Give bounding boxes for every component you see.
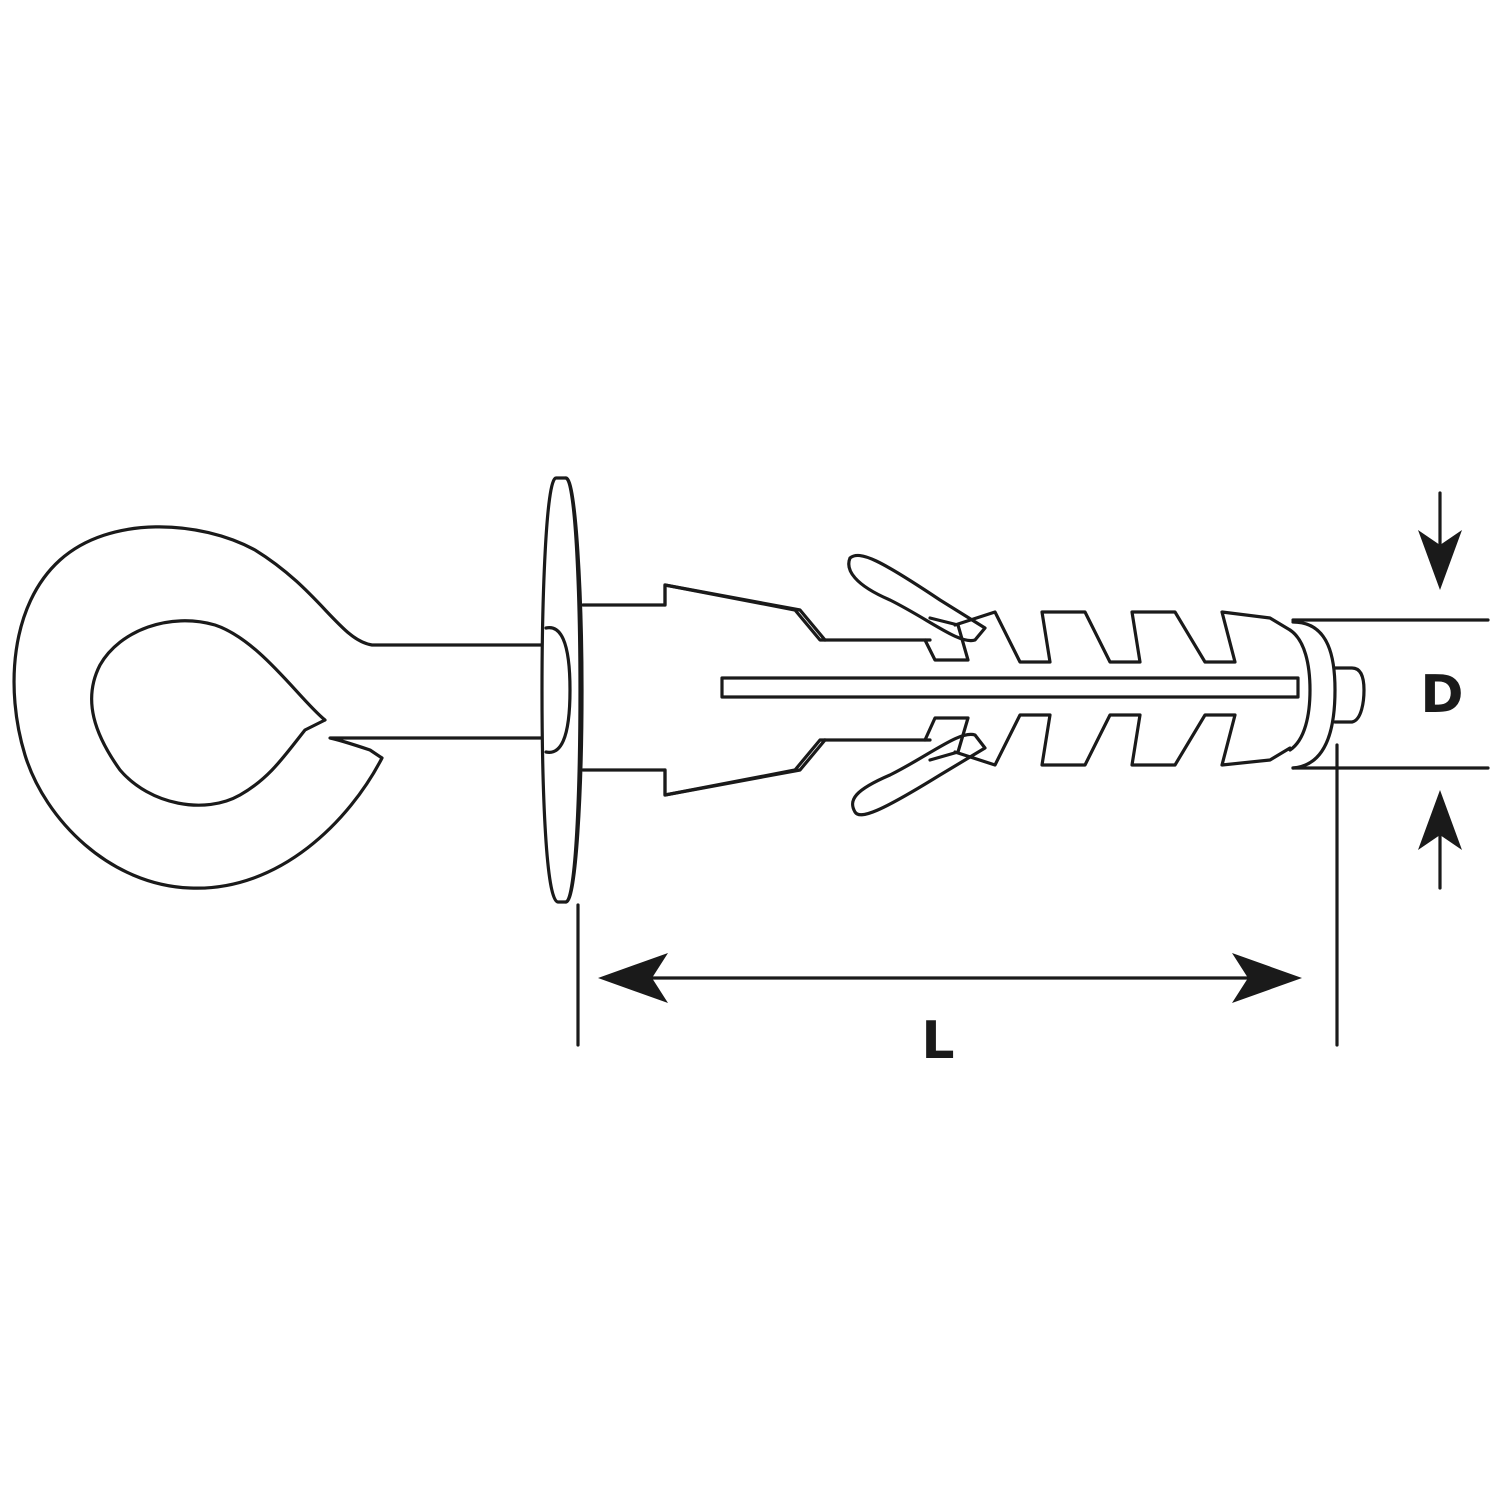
plug-tip-ring bbox=[1291, 620, 1337, 770]
plug-body-outline bbox=[581, 583, 932, 797]
length-label: L bbox=[921, 1011, 954, 1071]
plug-upper-rib-1 bbox=[923, 616, 970, 662]
length-arrow-right bbox=[1232, 953, 1302, 1003]
screw-eye-ring bbox=[12, 525, 550, 890]
plug-lower-wing bbox=[850, 732, 987, 817]
dimension-length: L bbox=[576, 743, 1339, 1071]
plug-upper-fin-left bbox=[663, 583, 827, 642]
dimension-diameter: D bbox=[1291, 491, 1490, 890]
plug-lower-teeth bbox=[953, 713, 1292, 767]
diameter-arrow-bottom bbox=[1418, 790, 1462, 850]
plug-upper-wing bbox=[847, 553, 987, 643]
plug-upper-teeth bbox=[953, 610, 1292, 664]
screw-eye-outer bbox=[12, 525, 550, 890]
screw-tip bbox=[1333, 666, 1366, 724]
plug-lower-rib-1 bbox=[923, 716, 970, 762]
length-arrow-left bbox=[598, 953, 668, 1003]
plug-nose bbox=[1288, 628, 1312, 752]
diameter-arrow-top bbox=[1418, 530, 1462, 590]
diameter-label: D bbox=[1420, 665, 1463, 725]
flange-back bbox=[564, 476, 582, 904]
flange-shank-hole bbox=[544, 626, 572, 754]
plug-center-slot bbox=[720, 676, 1300, 699]
screw-eye-inner bbox=[90, 619, 327, 807]
plug-lower-fin-left bbox=[663, 738, 827, 797]
wall-plug-body bbox=[581, 553, 1366, 817]
flange-washer bbox=[540, 476, 584, 904]
